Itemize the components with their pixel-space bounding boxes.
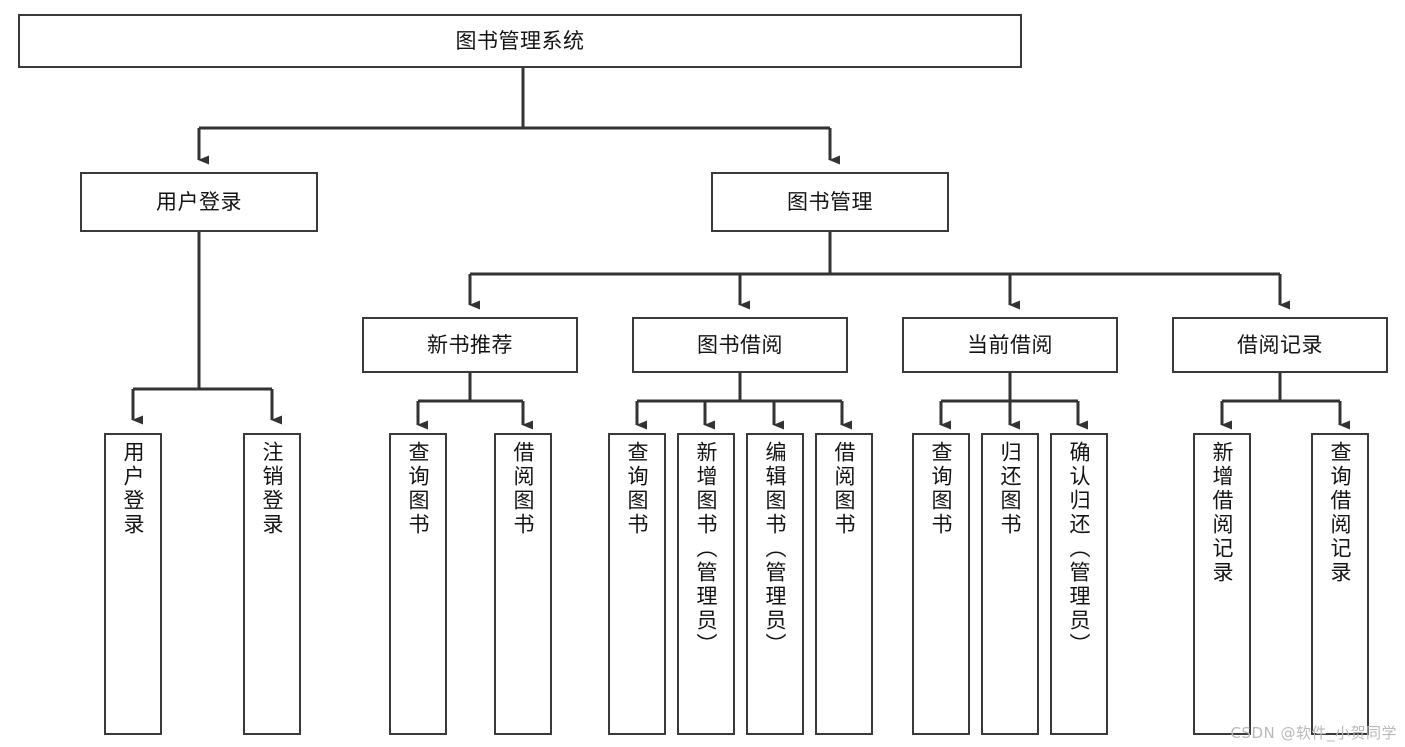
node-leaf-query-book-borrow[interactable]: 查询图书 bbox=[608, 433, 666, 735]
node-leaf-logout[interactable]: 注销登录 bbox=[243, 433, 301, 735]
node-borrow-record[interactable]: 借阅记录 bbox=[1172, 317, 1388, 373]
node-label: 查询借阅记录 bbox=[1328, 441, 1353, 585]
node-leaf-borrow-book[interactable]: 借阅图书 bbox=[815, 433, 873, 735]
node-label: 当前借阅 bbox=[967, 332, 1053, 357]
node-current-borrow[interactable]: 当前借阅 bbox=[902, 317, 1118, 373]
node-label: 图书管理系统 bbox=[455, 28, 585, 53]
node-leaf-query-book-current[interactable]: 查询图书 bbox=[912, 433, 970, 735]
node-leaf-return-book[interactable]: 归还图书 bbox=[981, 433, 1039, 735]
node-label: 查询图书 bbox=[929, 441, 954, 537]
node-label: 注销登录 bbox=[260, 441, 285, 537]
node-label: 归还图书 bbox=[998, 441, 1023, 537]
node-label: 图书管理 bbox=[787, 189, 873, 214]
node-label: 查询图书 bbox=[406, 441, 431, 537]
node-leaf-user-login[interactable]: 用户登录 bbox=[104, 433, 162, 735]
node-leaf-query-book-recommend[interactable]: 查询图书 bbox=[389, 433, 447, 735]
node-label: 查询图书 bbox=[625, 441, 650, 537]
node-new-book-recommend[interactable]: 新书推荐 bbox=[362, 317, 578, 373]
node-label: 新增图书（管理员） bbox=[694, 441, 719, 657]
node-leaf-edit-book-admin[interactable]: 编辑图书（管理员） bbox=[746, 433, 804, 735]
node-label: 借阅记录 bbox=[1237, 332, 1323, 357]
node-label: 用户登录 bbox=[121, 441, 146, 537]
node-label: 用户登录 bbox=[156, 189, 242, 214]
node-label: 图书借阅 bbox=[697, 332, 783, 357]
node-label: 借阅图书 bbox=[832, 441, 857, 537]
node-leaf-add-borrow-record[interactable]: 新增借阅记录 bbox=[1193, 433, 1251, 735]
node-user-login[interactable]: 用户登录 bbox=[80, 172, 318, 232]
node-label: 新增借阅记录 bbox=[1210, 441, 1235, 585]
node-label: 新书推荐 bbox=[427, 332, 513, 357]
node-book-management[interactable]: 图书管理 bbox=[711, 172, 949, 232]
csdn-watermark: CSDN @软件_小贺同学 bbox=[1230, 724, 1397, 742]
node-leaf-confirm-return-admin[interactable]: 确认归还（管理员） bbox=[1050, 433, 1108, 735]
node-leaf-add-book-admin[interactable]: 新增图书（管理员） bbox=[677, 433, 735, 735]
node-leaf-query-borrow-record[interactable]: 查询借阅记录 bbox=[1311, 433, 1369, 735]
node-label: 编辑图书（管理员） bbox=[763, 441, 788, 657]
node-label: 确认归还（管理员） bbox=[1067, 441, 1092, 657]
node-leaf-borrow-book-recommend[interactable]: 借阅图书 bbox=[494, 433, 552, 735]
node-book-borrow[interactable]: 图书借阅 bbox=[632, 317, 848, 373]
node-label: 借阅图书 bbox=[511, 441, 536, 537]
node-root-system[interactable]: 图书管理系统 bbox=[18, 14, 1022, 68]
